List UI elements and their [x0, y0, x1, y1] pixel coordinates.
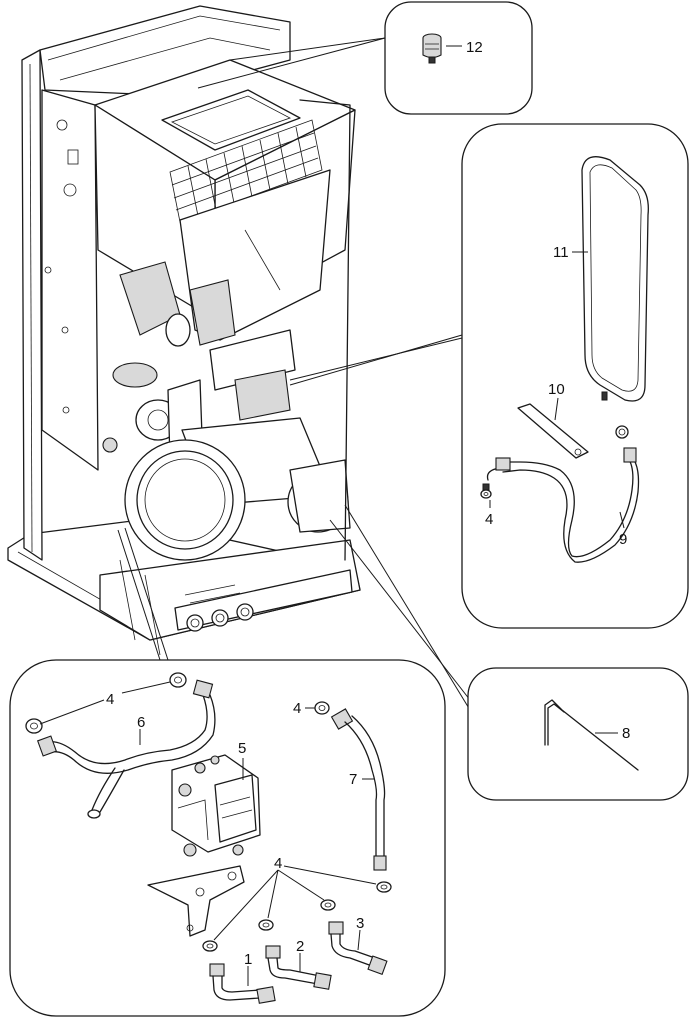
pipe-6-part [36, 679, 216, 819]
callout-6: 6 [137, 714, 145, 731]
inset-expansion-vessel [461, 123, 689, 629]
callout-10: 10 [548, 381, 565, 398]
air-vent-part [422, 33, 462, 64]
callout-9: 9 [619, 531, 627, 548]
callout-8: 8 [622, 725, 630, 742]
inset-air-vent [384, 1, 533, 115]
washer-part [480, 483, 492, 508]
pipe-3-part [328, 921, 388, 976]
callout-2: 2 [296, 938, 304, 955]
mounting-bracket-part [517, 397, 589, 459]
callout-4-left: 4 [106, 691, 114, 708]
pipe-7-part [330, 708, 387, 871]
callout-5: 5 [238, 740, 246, 757]
inset-gas-valve-pipes [9, 659, 446, 1017]
pipe-1-part [209, 963, 276, 1004]
washer-top-right [305, 701, 330, 715]
callout-12: 12 [466, 39, 483, 56]
callout-4-vessel: 4 [485, 511, 493, 528]
gas-valve-part [171, 754, 261, 857]
washers-group [202, 865, 392, 952]
callout-11: 11 [553, 244, 569, 261]
washers-left [25, 672, 187, 734]
sensor-probe-part [544, 699, 639, 771]
inset-sensor-probe [467, 667, 689, 801]
expansion-vessel-part [572, 156, 649, 402]
callout-4-group: 4 [274, 855, 282, 872]
pipe-2-part [265, 945, 332, 990]
callout-3: 3 [356, 915, 364, 932]
boiler-main-assembly [7, 5, 361, 656]
callout-labels: 12 11 10 9 4 8 4 6 5 4 7 4 3 2 1 [106, 39, 630, 968]
heat-exchanger-grid [169, 119, 323, 223]
mounting-plate-part [147, 865, 245, 937]
callout-1: 1 [244, 951, 252, 968]
assembly-leader-lines [117, 37, 471, 711]
callout-4-right: 4 [293, 700, 301, 717]
callout-7: 7 [349, 771, 357, 788]
flexible-hose-part [486, 425, 640, 563]
